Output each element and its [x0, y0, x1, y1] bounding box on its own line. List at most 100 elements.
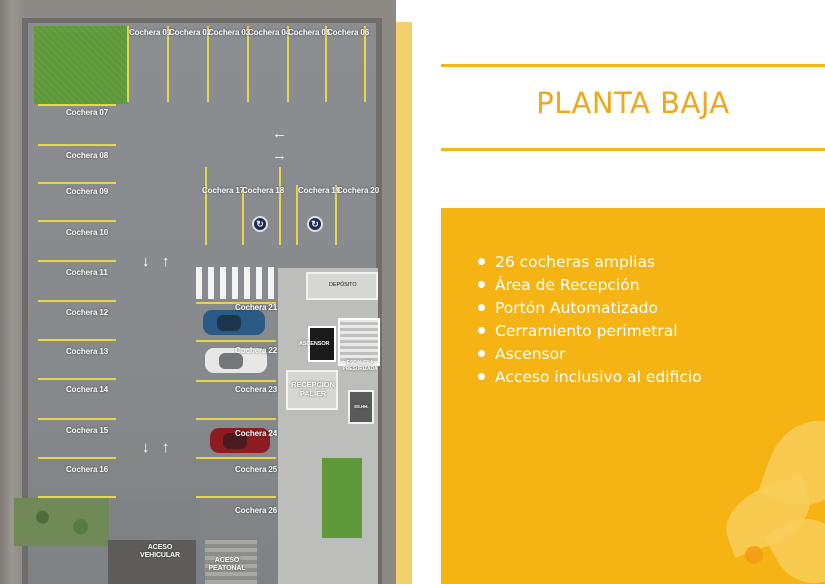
spot-label: Cochera 02: [169, 28, 212, 37]
spot-label: Cochera 06: [327, 28, 370, 37]
deposit-room: [306, 272, 378, 300]
elevator-label: ASCENSOR: [299, 341, 330, 347]
stall-line: [364, 26, 366, 102]
feature-text: Portón Automatizado: [495, 298, 658, 317]
pedestrian-crossing: [196, 267, 276, 299]
spot-label: Cochera 14: [66, 385, 109, 394]
stall-line: [325, 26, 327, 102]
car-white: [205, 348, 267, 373]
list-item: Acceso inclusivo al edificio: [478, 365, 702, 388]
list-item: Portón Automatizado: [478, 296, 702, 319]
stall-line: [287, 26, 289, 102]
spot-label: Cochera 25: [235, 465, 278, 474]
floor-plan: ← → ↓ ↑ ↓ ↑ ↻ ↻ Cochera 01 Cochera 02 Co…: [0, 0, 396, 584]
arrow-left-icon: ←: [272, 125, 287, 142]
car-blue: [203, 310, 265, 335]
stall-line: [38, 144, 116, 146]
stall-line: [38, 378, 116, 380]
spot-label: Cochera 26: [235, 506, 278, 515]
pedestrian-access-label: ACESO PEATONAL: [208, 557, 246, 572]
spot-label: Cochera 19: [298, 186, 341, 195]
pedestrian-path: [205, 540, 257, 584]
arrow-up-icon: ↑: [162, 439, 170, 456]
stall-line: [196, 418, 276, 420]
spot-label: Cochera 22: [235, 346, 278, 355]
spot-label: Cochera 11: [66, 268, 108, 277]
turn-sign-icon: ↻: [307, 216, 323, 232]
stall-line: [38, 220, 116, 222]
stall-line: [127, 26, 129, 102]
spot-label: Cochera 07: [66, 108, 109, 117]
bullet-icon: [478, 350, 485, 357]
bullet-icon: [478, 304, 485, 311]
spot-label: Cochera 16: [66, 465, 109, 474]
stall-line: [205, 167, 207, 245]
vehicle-gate: [108, 540, 196, 584]
stall-line: [196, 457, 276, 459]
spot-label: Cochera 21: [235, 303, 278, 312]
spot-label: Cochera 20: [337, 186, 380, 195]
stall-line: [335, 185, 337, 245]
arrow-right-icon: →: [272, 147, 287, 164]
feature-text: Cerramiento perimetral: [495, 321, 678, 340]
page-title: PLANTA BAJA: [536, 86, 730, 120]
stall-line: [38, 496, 116, 498]
stall-line: [38, 339, 116, 341]
stall-line: [38, 182, 116, 184]
bullet-icon: [478, 373, 485, 380]
spot-label: Cochera 15: [66, 426, 109, 435]
spot-label: Cochera 01: [129, 28, 172, 37]
spot-label: Cochera 12: [66, 308, 109, 317]
spot-label: Cochera 03: [208, 28, 251, 37]
list-item: Área de Recepción: [478, 273, 702, 296]
spot-label: Cochera 13: [66, 347, 109, 356]
stall-line: [279, 167, 281, 245]
accent-bar: [396, 22, 412, 584]
spot-label: Cochera 09: [66, 187, 109, 196]
reception-room: [286, 370, 338, 410]
bullet-icon: [478, 327, 485, 334]
arrow-down-icon: ↓: [142, 439, 150, 456]
spot-label: Cochera 24: [235, 429, 278, 438]
title-rule-bottom: [441, 148, 825, 151]
turn-sign-icon: ↻: [252, 216, 268, 232]
spot-label: Cochera 04: [248, 28, 291, 37]
elevator: [308, 326, 336, 362]
list-item: Ascensor: [478, 342, 702, 365]
arrow-up-icon: ↑: [162, 253, 170, 270]
vehicle-access-label: ACESO VEHICULAR: [140, 544, 180, 559]
stair-label: ESCALERA PRESURIZADA: [342, 360, 378, 372]
spot-label: Cochera 05: [288, 28, 331, 37]
arrow-down-icon: ↓: [142, 253, 150, 270]
stall-line: [247, 26, 249, 102]
stall-line: [196, 302, 276, 304]
green-area-northwest: [34, 26, 128, 104]
restroom-label: SS.HH.: [354, 404, 369, 409]
green-area-southwest: [14, 498, 109, 546]
stall-line: [38, 418, 116, 420]
title-rule-top: [441, 64, 825, 67]
feature-list: 26 cocheras amplias Área de Recepción Po…: [478, 250, 702, 388]
spot-label: Cochera 08: [66, 151, 109, 160]
bullet-icon: [478, 281, 485, 288]
features-box: [441, 208, 825, 584]
stall-line: [196, 380, 276, 382]
deposit-label: DEPÓSITO: [329, 282, 357, 288]
stall-line: [207, 26, 209, 102]
stall-line: [38, 260, 116, 262]
car-red: [210, 428, 270, 453]
feature-text: Ascensor: [495, 344, 566, 363]
pressurized-stair: [338, 318, 380, 366]
stall-line: [38, 457, 116, 459]
stall-line: [38, 300, 116, 302]
list-item: 26 cocheras amplias: [478, 250, 702, 273]
spot-label: Cochera 18: [242, 186, 285, 195]
feature-text: 26 cocheras amplias: [495, 252, 656, 271]
bullet-icon: [478, 258, 485, 265]
spot-label: Cochera 10: [66, 228, 109, 237]
stall-line: [196, 340, 276, 342]
stall-line: [38, 104, 116, 106]
feature-text: Acceso inclusivo al edificio: [495, 367, 702, 386]
flower-center-icon: [745, 546, 763, 564]
restroom: [348, 390, 374, 424]
